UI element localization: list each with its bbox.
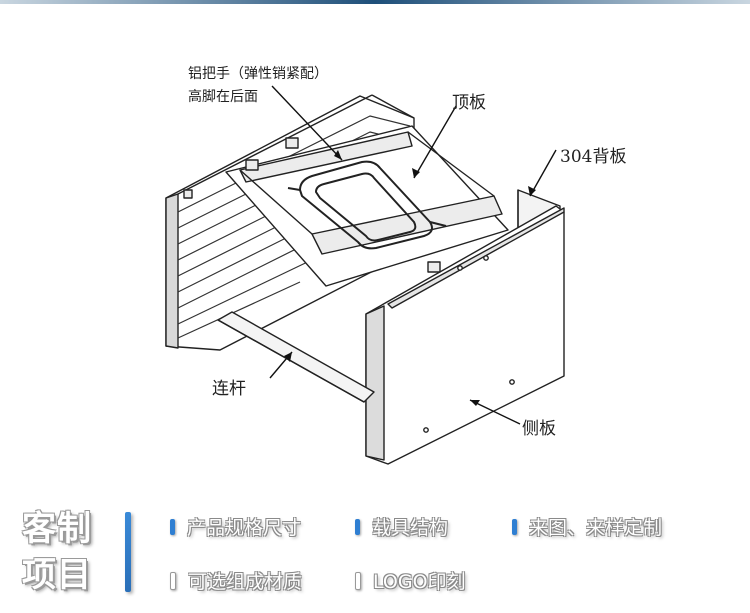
custom-item-label: 产品规格尺寸: [187, 517, 302, 539]
custom-item-size: 产品规格尺寸: [170, 513, 301, 540]
bullet-marker: [355, 571, 361, 590]
bullet-marker: [170, 518, 175, 535]
top-frame: [225, 125, 509, 287]
custom-item-material: 可选组成材质: [170, 567, 302, 594]
callout-top-plate: 顶板: [452, 93, 486, 113]
customization-title-line2: 项目: [22, 555, 92, 595]
mount-blocks: [183, 137, 441, 273]
callout-side-plate: 侧板: [522, 419, 556, 439]
custom-item-label: 载具结构: [372, 517, 449, 539]
bullet-marker: [512, 518, 517, 535]
custom-item-label: LOGO印刻: [373, 571, 466, 593]
callout-feet: 高脚在后面: [188, 89, 258, 105]
bullet-marker: [170, 571, 176, 590]
customization-title: 客制 项目: [22, 506, 108, 598]
side-plate: [365, 205, 565, 465]
callout-tie-rod: 连杆: [212, 379, 246, 399]
customization-title-line1: 客制: [22, 509, 92, 549]
custom-item-drawing-sample: 来图、来样定制: [512, 513, 662, 540]
callout-handle: 铝把手（弹性销紧配）: [188, 66, 328, 82]
top-accent-bar: [0, 0, 750, 4]
custom-item-structure: 载具结构: [355, 513, 448, 540]
vertical-divider: [125, 512, 131, 592]
custom-item-logo: LOGO印刻: [355, 567, 466, 594]
custom-item-label: 可选组成材质: [188, 571, 303, 593]
custom-item-label: 来图、来样定制: [529, 517, 663, 539]
callout-back-plate: 304背板: [560, 147, 627, 167]
bullet-marker: [355, 518, 360, 535]
leader-arrowheads: [284, 150, 536, 406]
tie-rod: [217, 311, 375, 403]
rack-assembly-drawing: [165, 85, 565, 465]
aluminum-handle: [287, 160, 447, 250]
